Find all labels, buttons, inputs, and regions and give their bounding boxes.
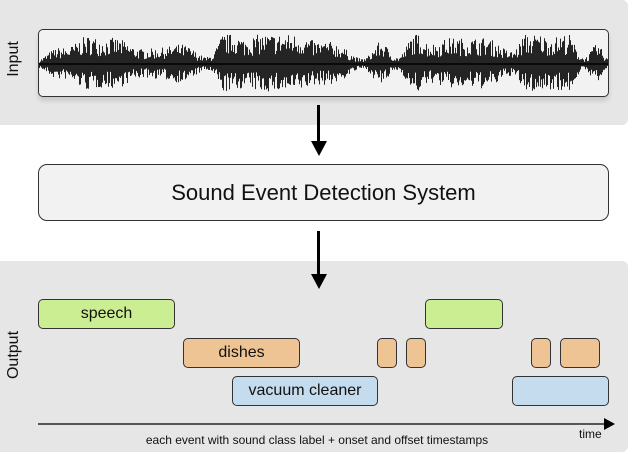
audio-waveform-icon [39, 34, 608, 92]
event-speech [425, 299, 503, 329]
event-dishes [531, 338, 551, 368]
output-label: Output [5, 330, 22, 380]
event-dishes [406, 338, 426, 368]
arrow-system-to-output [317, 231, 320, 276]
output-panel [0, 261, 628, 452]
arrow-down-icon [311, 141, 327, 156]
time-axis-label: time [579, 427, 602, 441]
event-label: vacuum cleaner [248, 382, 362, 399]
waveform-trace [39, 34, 608, 92]
arrow-right-icon [604, 418, 615, 430]
output-caption: each event with sound class label + onse… [145, 433, 489, 447]
sed-system-title: Sound Event Detection System [171, 179, 476, 205]
arrow-down-icon [311, 274, 327, 289]
event-speech: speech [38, 299, 175, 329]
event-vacuum-cleaner [512, 376, 609, 406]
event-dishes: dishes [183, 338, 300, 368]
time-axis [38, 423, 606, 425]
event-vacuum-cleaner: vacuum cleaner [232, 376, 378, 406]
event-label: speech [80, 305, 133, 322]
arrow-input-to-system [317, 105, 320, 143]
event-dishes [377, 338, 397, 368]
sed-system-box: Sound Event Detection System [38, 164, 609, 221]
event-label: dishes [218, 344, 265, 361]
event-dishes [560, 338, 600, 368]
waveform-box [38, 29, 609, 97]
input-label: Input [5, 41, 22, 77]
